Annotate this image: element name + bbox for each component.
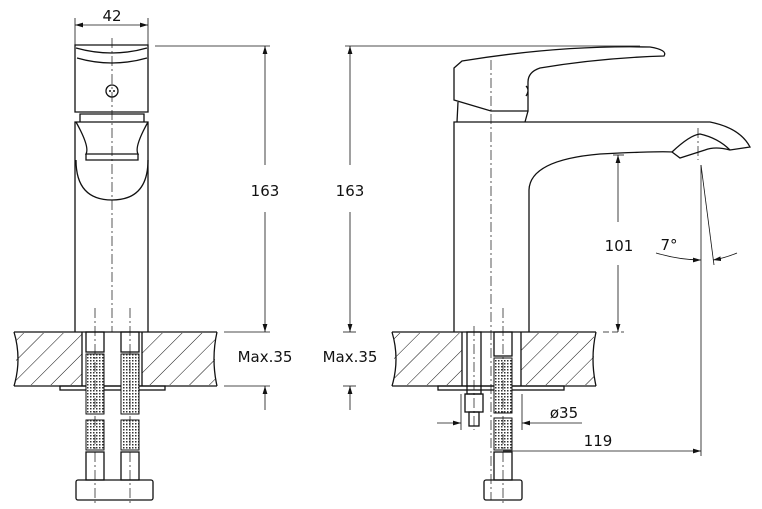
- dimension-height-front: 163: [155, 45, 280, 332]
- supply-hoses-front: [75, 308, 154, 505]
- mounting-stud: [464, 326, 484, 430]
- width-label: 42: [102, 7, 121, 25]
- height-label-side: 163: [336, 182, 365, 200]
- dimension-angle: 7°: [655, 164, 738, 266]
- handle-front: [74, 44, 149, 113]
- dimension-height-side: 163: [336, 45, 640, 332]
- countertop-label-side: Max.35: [323, 348, 378, 366]
- dimension-countertop-front: Max.35: [224, 331, 293, 410]
- dimension-hole-diameter: ø35: [437, 394, 582, 430]
- countertop-label-front: Max.35: [238, 348, 293, 366]
- dimension-spout-clearance: 101: [603, 154, 634, 333]
- side-view: 163 Max.35 ø35 119 101: [323, 45, 752, 505]
- height-label-front: 163: [251, 182, 280, 200]
- supply-hose-side: [483, 308, 523, 505]
- body-front: [74, 113, 149, 332]
- dimension-spout-reach: 119: [503, 165, 702, 456]
- dimension-width: 42: [74, 7, 149, 45]
- spout-clearance-label: 101: [605, 237, 634, 255]
- dimension-countertop-side: Max.35: [323, 331, 378, 410]
- spout-body: [453, 121, 752, 332]
- angle-label: 7°: [660, 236, 677, 254]
- hole-diameter-label: ø35: [550, 404, 578, 422]
- spout-reach-label: 119: [584, 432, 613, 450]
- front-view: 42 163 Max.35: [13, 7, 293, 505]
- lever-handle: [453, 46, 666, 123]
